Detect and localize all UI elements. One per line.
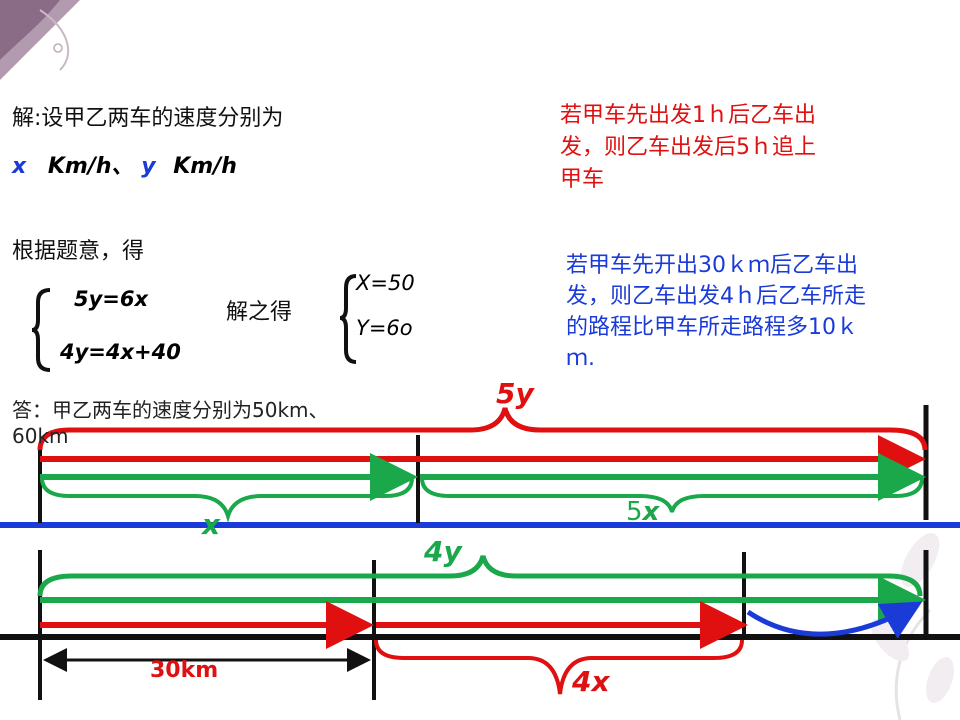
brace-5x <box>420 477 924 513</box>
solution-x: X=50 <box>356 271 415 295</box>
label-5x-var: x <box>642 497 660 527</box>
system-brace-left <box>31 288 51 372</box>
brace-4y <box>37 555 923 597</box>
label-5y: 5y <box>496 377 534 410</box>
label-4y: 4y <box>424 535 462 568</box>
var-y: y <box>141 154 156 179</box>
answer-line-2: 60km <box>12 424 69 448</box>
curve-blue-10km <box>746 601 923 639</box>
answer-line-1: 答：甲乙两车的速度分别为50km、 <box>12 398 329 422</box>
unit-x: Km/h、 <box>47 154 134 179</box>
condition-blue-line-2: 发，则乙车出发4ｈ后乙车所走 <box>566 284 866 309</box>
brace-5y <box>37 407 928 451</box>
label-x: x <box>202 508 221 541</box>
label-5x: 5x <box>626 497 659 527</box>
condition-red-line-2: 发，则乙车出发后5ｈ追上 <box>560 135 816 160</box>
condition-red-line-3: 甲车 <box>560 167 605 192</box>
brace-x <box>40 477 414 523</box>
equation-1: 5y=6x <box>74 287 149 311</box>
condition-red: 若甲车先出发1ｈ后乙车出 发，则乙车出发后5ｈ追上 甲车 <box>560 100 816 196</box>
brace-4x <box>374 639 744 695</box>
condition-blue: 若甲车先开出30ｋｍ后乙车出 发，则乙车出发4ｈ后乙车所走 的路程比甲车所走路程… <box>566 250 866 374</box>
solution-brace <box>339 274 357 364</box>
corner-ornament-top-left <box>0 0 80 80</box>
condition-blue-line-1: 若甲车先开出30ｋｍ后乙车出 <box>566 253 858 278</box>
solution-y: Y=6o <box>356 316 413 340</box>
basis-text: 根据题意，得 <box>12 239 145 264</box>
condition-blue-line-3: 的路程比甲车所走路程多10ｋ <box>566 315 858 340</box>
var-x: x <box>12 154 27 179</box>
condition-blue-line-4: ｍ. <box>566 346 595 371</box>
label-30km: 30km <box>150 658 219 683</box>
label-5x-coef: 5 <box>626 497 643 527</box>
condition-red-line-1: 若甲车先出发1ｈ后乙车出 <box>560 103 816 128</box>
solution-intro: 解:设甲乙两车的速度分别为 <box>12 106 284 131</box>
unit-y: Km/h <box>173 154 237 179</box>
label-4x: 4x <box>572 665 610 698</box>
velocity-units-line: x Km/h、 y Km/h <box>12 148 237 180</box>
equation-2: 4y=4x+40 <box>60 340 181 364</box>
solve-label: 解之得 <box>226 300 293 325</box>
